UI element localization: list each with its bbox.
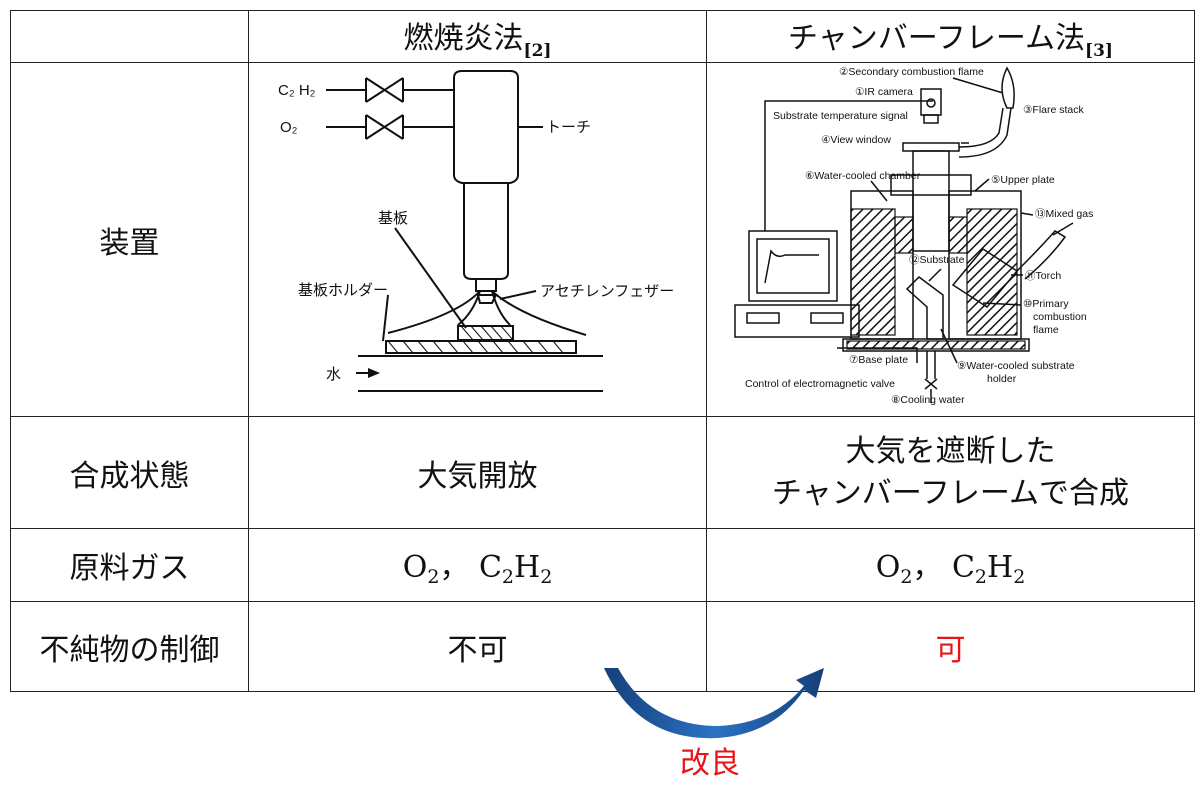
ir-camera-label: ①IR camera	[855, 86, 913, 98]
secondary-flame-label: ②Secondary combustion flame	[839, 66, 984, 78]
improvement-arrow-icon	[604, 668, 824, 739]
combustion-flame-diagram: C₂ H₂ O₂ トーチ 基板 基板ホルダー アセチレンフェザー 水	[278, 70, 674, 392]
base-plate-label: ⑦Base plate	[849, 354, 908, 366]
impurity-chamber: 可	[706, 601, 1195, 692]
chamber-label: ⑥Water-cooled chamber	[805, 170, 921, 182]
synthesis-chamber: 大気を遮断した チャンバーフレームで合成	[706, 416, 1195, 529]
valve-label: Control of electromagnetic valve	[745, 378, 895, 390]
torch-label: トーチ	[546, 119, 591, 136]
holder-label: 基板ホルダー	[298, 281, 388, 299]
c2h2-label: C₂ H₂	[278, 82, 316, 99]
gas-combustion: O2， C2H2	[248, 528, 707, 602]
comparison-table: 燃焼炎法[2] チャンバーフレーム法[3] 装置	[10, 10, 1195, 692]
row-label-apparatus: 装置	[10, 62, 249, 417]
combustion-flame-diagram-cell: C₂ H₂ O₂ トーチ 基板 基板ホルダー アセチレンフェザー 水	[248, 62, 707, 417]
feather-label: アセチレンフェザー	[540, 283, 674, 300]
header-combustion-flame: 燃焼炎法[2]	[248, 10, 707, 63]
primary-flame-label-2: combustion	[1033, 311, 1087, 323]
cooling-water-label: ⑧Cooling water	[891, 394, 965, 406]
mixed-gas-label: ⑬Mixed gas	[1035, 208, 1093, 220]
substrate-label: 基板	[378, 209, 408, 227]
row-label-gas: 原料ガス	[10, 528, 249, 602]
row-label-impurity: 不純物の制御	[10, 601, 249, 692]
chamber-flame-diagram: ②Secondary combustion flame ①IR camera ③…	[733, 66, 1093, 406]
synthesis-chamber-line2: チャンバーフレームで合成	[772, 475, 1129, 511]
temp-signal-label: Substrate temperature signal	[773, 110, 908, 122]
upper-plate-label: ⑤Upper plate	[991, 174, 1055, 186]
impurity-combustion: 不可	[248, 601, 707, 692]
holder-label-2: holder	[987, 373, 1017, 385]
primary-flame-label-3: flame	[1033, 324, 1059, 336]
gas-chamber: O2， C2H2	[706, 528, 1195, 602]
water-label: 水	[326, 366, 341, 383]
corner-cell	[10, 10, 249, 63]
o2-label: O₂	[280, 119, 298, 136]
synthesis-chamber-line1: 大気を遮断した	[845, 433, 1056, 469]
flare-stack-label: ③Flare stack	[1023, 104, 1085, 116]
header-chamber-flame: チャンバーフレーム法[3]	[706, 10, 1195, 63]
primary-flame-label-1: ⑩Primary	[1023, 298, 1069, 310]
view-window-label: ④View window	[821, 134, 891, 146]
holder-label-1: ⑨Water-cooled substrate	[957, 360, 1075, 372]
torch-label-2: ⑪Torch	[1025, 270, 1061, 282]
chamber-flame-diagram-cell: ②Secondary combustion flame ①IR camera ③…	[706, 62, 1195, 417]
synthesis-combustion: 大気開放	[248, 416, 707, 529]
substrate-label-2: ⑫Substrate	[909, 254, 965, 266]
improvement-label: 改良	[680, 746, 740, 781]
row-label-synthesis: 合成状態	[10, 416, 249, 529]
